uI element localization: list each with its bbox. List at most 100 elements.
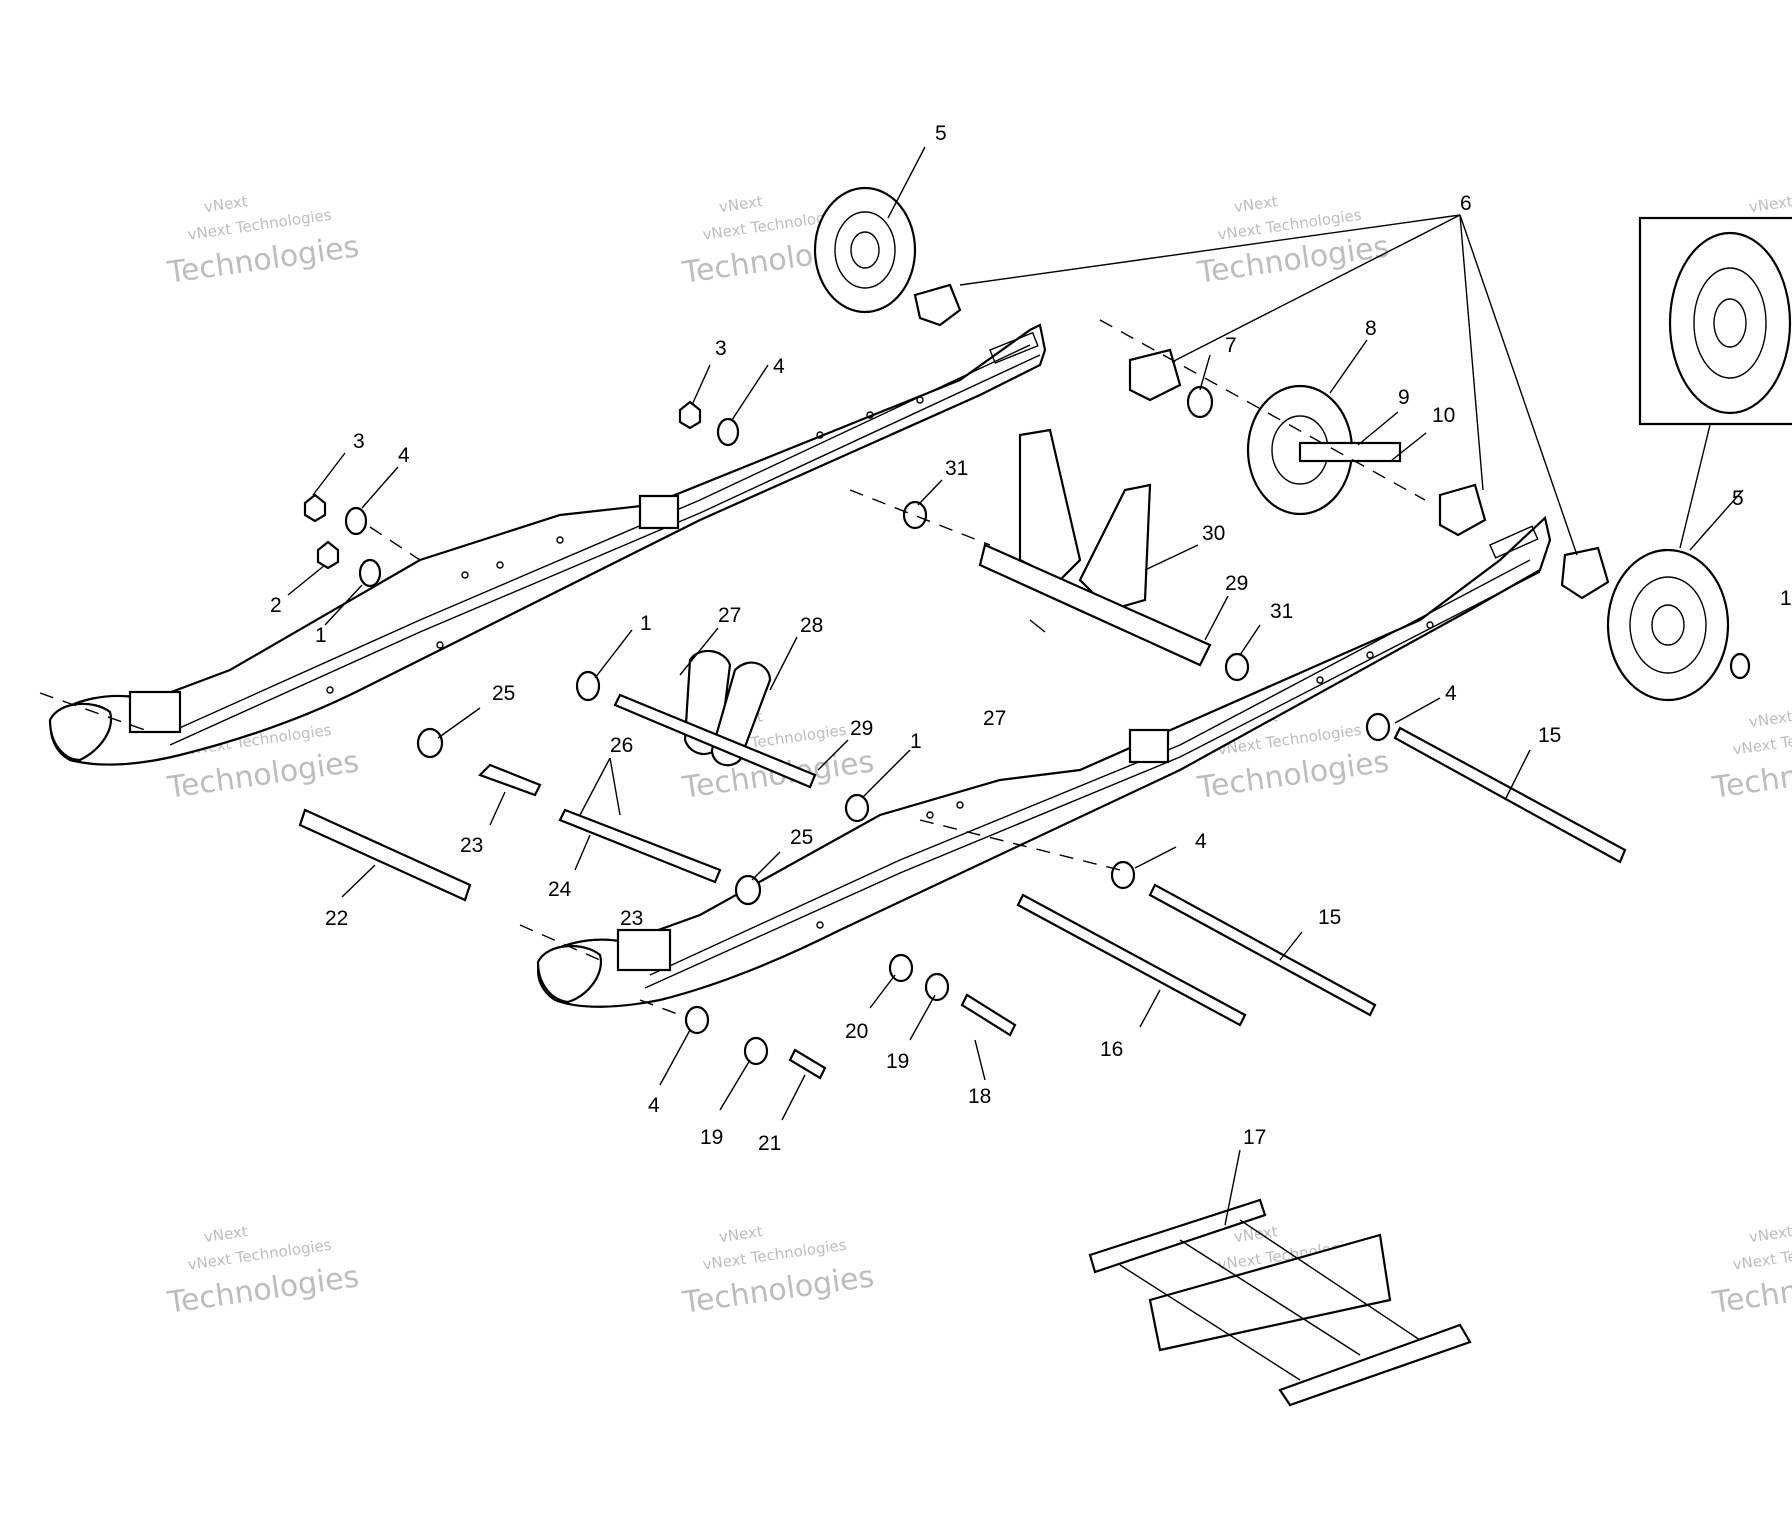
rail-slider-block xyxy=(616,928,672,972)
washer xyxy=(888,953,914,983)
washers xyxy=(344,385,1751,1066)
washer xyxy=(1365,712,1391,742)
tube-23 xyxy=(478,763,542,797)
callout-19: 19 xyxy=(700,1126,723,1149)
left-rail xyxy=(48,323,1047,766)
watermark-text: vNext xyxy=(203,1222,249,1246)
callout-3: 3 xyxy=(715,337,727,360)
callout-4: 4 xyxy=(1445,682,1457,705)
callout-24: 24 xyxy=(548,878,572,901)
idler-wheel-top xyxy=(813,186,917,314)
center-bracket xyxy=(978,428,1212,667)
callout-5: 5 xyxy=(935,122,947,145)
rail-tip-cap xyxy=(536,944,603,1004)
watermark-group: vNext vNext Technologies Technologies vN… xyxy=(165,192,1792,1321)
shaft-29 xyxy=(613,693,817,789)
watermark-text: vNext xyxy=(1748,1222,1792,1246)
callout-30: 30 xyxy=(1202,522,1225,545)
callout-1: 1 xyxy=(910,730,922,753)
watermark: vNext vNext Technologies Technologies xyxy=(680,1222,877,1321)
watermark-text: vNext xyxy=(1748,192,1792,216)
callout-25: 25 xyxy=(492,682,515,705)
callout-26: 26 xyxy=(610,734,633,757)
track-section xyxy=(1088,1198,1472,1407)
rail-slot xyxy=(989,331,1039,364)
callout-3: 3 xyxy=(353,430,365,453)
washer xyxy=(924,972,950,1002)
callout-4: 4 xyxy=(773,355,785,378)
callout-5: 5 xyxy=(1732,487,1744,510)
watermark: vNext vNext Technologies Technologies xyxy=(165,192,362,291)
washer xyxy=(358,558,382,588)
wheel-cap-group xyxy=(913,283,1610,600)
watermark: vNext vNext Technologies Technologies xyxy=(165,1222,362,1321)
callout-1: 1 xyxy=(1780,587,1792,610)
callout-8: 8 xyxy=(1365,317,1377,340)
washer xyxy=(743,1036,769,1066)
callout-25: 25 xyxy=(790,826,813,849)
rod-16 xyxy=(1016,893,1247,1027)
rail-tip-cap xyxy=(48,702,113,762)
washer xyxy=(1110,860,1136,890)
washer xyxy=(902,500,928,530)
shafts xyxy=(298,693,1627,1080)
rail-slider-block xyxy=(1128,728,1170,764)
nut xyxy=(303,493,327,523)
callout-6: 6 xyxy=(1460,192,1472,215)
callout-20: 20 xyxy=(845,1020,868,1043)
washer xyxy=(1186,385,1214,419)
callout-29: 29 xyxy=(850,717,873,740)
shaft-22 xyxy=(298,808,472,902)
callout-4: 4 xyxy=(1195,830,1207,853)
callout-10: 10 xyxy=(1432,404,1455,427)
wheel-cap xyxy=(913,283,962,327)
callout-7: 7 xyxy=(1225,334,1237,357)
washer xyxy=(1224,652,1250,682)
callout-22: 22 xyxy=(325,907,348,930)
callout-29: 29 xyxy=(1225,572,1248,595)
washer xyxy=(416,727,444,759)
watermark-text: vNext xyxy=(718,192,764,216)
callout-1: 1 xyxy=(640,612,652,635)
washer xyxy=(344,506,368,536)
callout-15: 15 xyxy=(1318,906,1341,929)
callout-31: 31 xyxy=(1270,600,1293,623)
axle-shaft xyxy=(1298,441,1402,463)
callout-17: 17 xyxy=(1243,1126,1266,1149)
watermark-text: vNext xyxy=(1748,707,1792,731)
washer xyxy=(1729,652,1751,680)
watermark: vNext vNext Technologies Technologies xyxy=(1710,707,1792,806)
callout-23: 23 xyxy=(460,834,483,857)
washer xyxy=(844,793,870,823)
callout-31: 31 xyxy=(945,457,968,480)
callout-18: 18 xyxy=(968,1085,991,1108)
idler-wheel-center xyxy=(1246,384,1402,516)
washer xyxy=(684,1005,710,1035)
watermark-text: vNext xyxy=(203,192,249,216)
callout-27: 27 xyxy=(718,604,741,627)
rod-15b xyxy=(1148,883,1377,1017)
callout-21: 21 xyxy=(758,1132,781,1155)
idler-wheel-right xyxy=(1606,548,1730,702)
washer xyxy=(575,670,601,702)
bolt-21 xyxy=(788,1048,827,1080)
rail-slider-block xyxy=(638,494,680,530)
washer xyxy=(716,417,740,447)
callout-4: 4 xyxy=(648,1094,660,1117)
callout-9: 9 xyxy=(1398,386,1410,409)
leader-lines xyxy=(287,146,1744,1226)
nut xyxy=(316,540,340,570)
watermark-text: vNext xyxy=(1233,1222,1279,1246)
assembly-lines xyxy=(39,319,1426,1016)
watermark: vNext vNext Technologies Technologies xyxy=(1710,1222,1792,1321)
watermark-text: vNext xyxy=(718,1222,764,1246)
callout-2: 2 xyxy=(270,594,282,617)
callout-15: 15 xyxy=(1538,724,1561,747)
shaft-24 xyxy=(558,808,722,884)
nuts xyxy=(303,400,702,570)
callout-27: 27 xyxy=(983,707,1006,730)
callout-28: 28 xyxy=(800,614,823,637)
wheel-cap xyxy=(1438,483,1487,537)
wheel-cap xyxy=(1560,546,1610,600)
